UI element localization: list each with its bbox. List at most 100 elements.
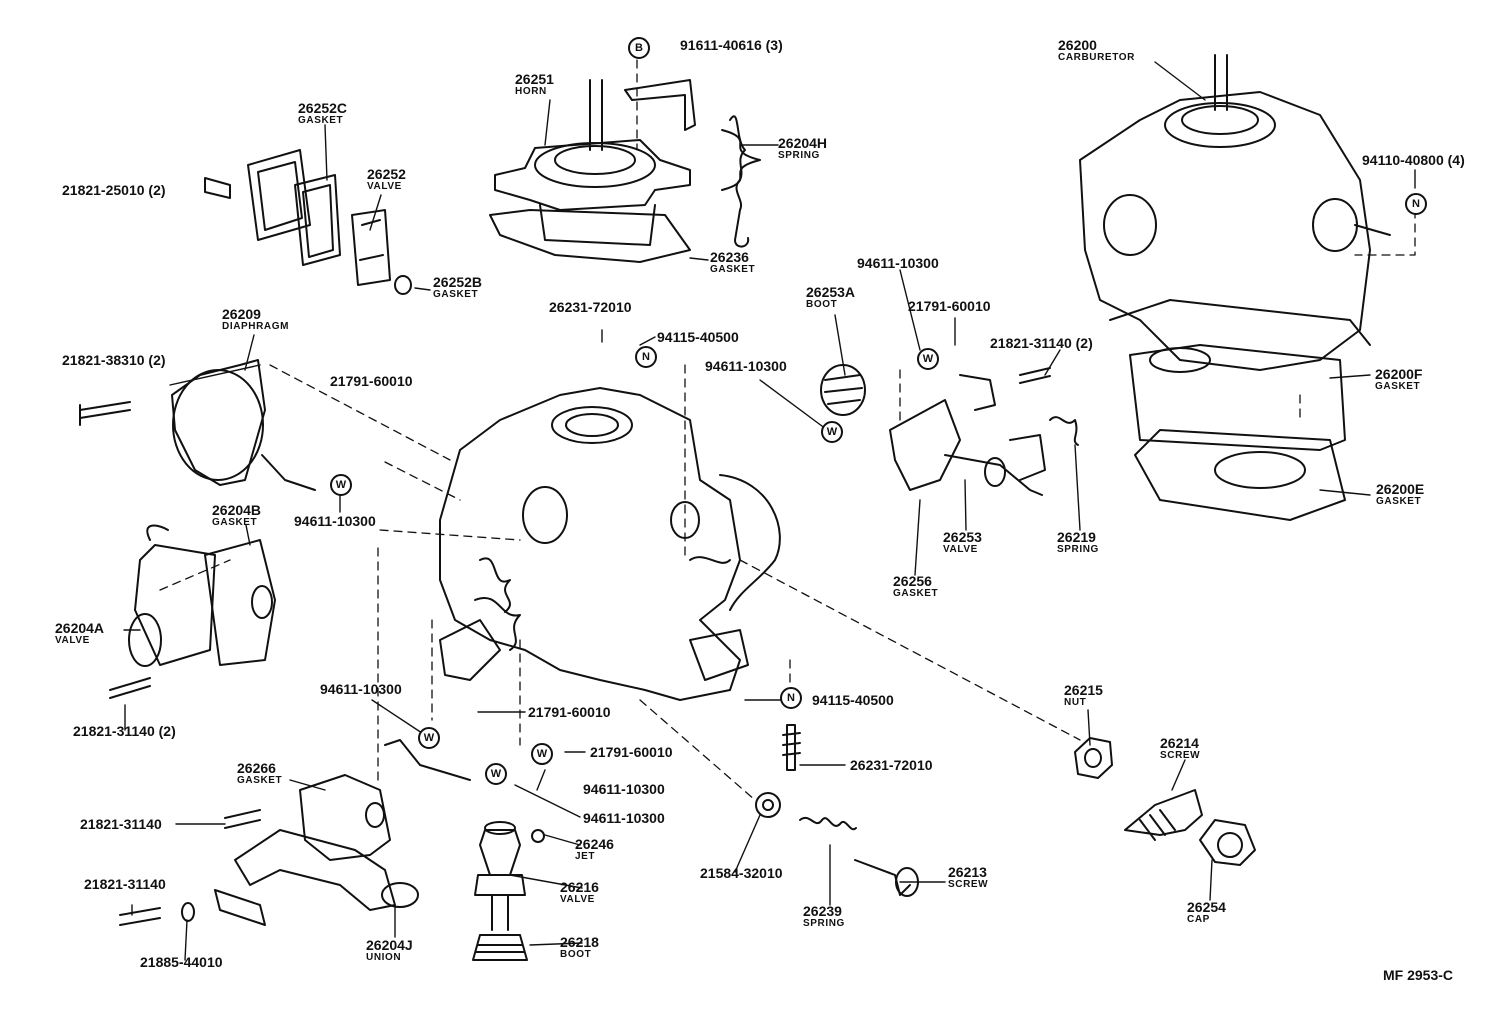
part-name: SCREW: [1160, 750, 1201, 761]
symbol-b-circle: B: [628, 37, 650, 59]
part-name: GASKET: [1376, 496, 1422, 507]
horn-assembly: [489, 79, 691, 263]
ref-26231-72010-b: 26231-72010: [850, 757, 933, 773]
symbol-w-circle: W: [531, 743, 553, 765]
part-name: GASKET: [237, 775, 283, 786]
part-number: 26252C: [298, 100, 348, 116]
carburetor-body: [439, 387, 781, 701]
part-name: GASKET: [298, 115, 344, 126]
callout-26215: 26215 NUT: [1064, 683, 1103, 708]
symbol-w-circle: W: [485, 763, 507, 785]
part-name: SPRING: [778, 150, 820, 161]
symbol-n-circle: N: [1405, 193, 1427, 215]
callout-26252b: 26252B GASKET: [433, 275, 482, 300]
part-name: BOOT: [560, 949, 592, 960]
callout-26239: 26239 SPRING: [803, 904, 845, 929]
ref-94611-10300-bc1: 94611-10300: [583, 781, 665, 797]
ref-21821-25010: 21821-25010 (2): [62, 182, 166, 198]
callout-26213: 26213 SCREW: [948, 865, 988, 890]
part-name: VALVE: [560, 894, 595, 905]
callout-26246: 26246 JET: [575, 837, 614, 862]
ref-94115-40500-top: 94115-40500: [657, 329, 739, 345]
part-number: 26200: [1058, 37, 1097, 53]
callout-26219: 26219 SPRING: [1057, 530, 1099, 555]
ref-21885-44010: 21885-44010: [140, 954, 223, 970]
part-name: HORN: [515, 86, 547, 97]
part-number: 26213: [948, 864, 987, 880]
ref-94115-40500-b: 94115-40500: [812, 692, 894, 708]
part-number: 26266: [237, 760, 276, 776]
symbol-w-circle: W: [418, 727, 440, 749]
part-number: 26216: [560, 879, 599, 895]
part-number: 26239: [803, 903, 842, 919]
diagram-code: MF 2953-C: [1383, 967, 1454, 983]
ref-21821-31140-l: 21821-31140 (2): [73, 723, 176, 739]
ref-94611-10300-l: 94611-10300: [294, 513, 376, 529]
ref-21791-60010-bl: 21791-60010: [528, 704, 611, 720]
part-name: CARBURETOR: [1058, 52, 1135, 63]
ref-94110-40800: 94110-40800 (4): [1362, 152, 1465, 168]
callout-26200f: 26200F GASKET: [1375, 367, 1422, 392]
callout-26214: 26214 SCREW: [1160, 736, 1200, 761]
part-name: GASKET: [1375, 381, 1421, 392]
part-name: SCREW: [948, 879, 989, 890]
part-number: 26251: [515, 71, 554, 87]
callout-26200: 26200 CARBURETOR: [1058, 38, 1135, 63]
callout-26209: 26209 DIAPHRAGM: [222, 307, 289, 332]
callout-26254: 26254 CAP: [1187, 900, 1226, 925]
part-number: 26204A: [55, 620, 105, 636]
part-number: 26256: [893, 573, 932, 589]
adjusting-screw-group: [1074, 737, 1256, 866]
ref-21791-60010-l: 21791-60010: [330, 373, 413, 389]
ref-21821-38310: 21821-38310 (2): [62, 352, 166, 368]
base-gaskets: [1129, 344, 1346, 521]
alignment-dashed-lines: [159, 59, 1416, 801]
part-name: VALVE: [55, 635, 90, 646]
diaphragm-assembly: [79, 359, 316, 491]
part-name: BOOT: [806, 299, 838, 310]
part-name: SPRING: [1057, 544, 1099, 555]
dashpot-valve-group: [820, 364, 1079, 496]
ref-21791-60010-bc: 21791-60010: [590, 744, 673, 760]
callout-26253a: 26253A BOOT: [806, 285, 855, 310]
part-number: 26218: [560, 934, 599, 950]
callout-26204a: 26204A VALVE: [55, 621, 104, 646]
part-number: 26200E: [1376, 481, 1425, 497]
callout-26252: 26252 VALVE: [367, 167, 406, 192]
callout-26266: 26266 GASKET: [237, 761, 282, 786]
part-number: 26253: [943, 529, 982, 545]
part-number: 26246: [575, 836, 614, 852]
part-number: 26252: [367, 166, 406, 182]
callout-26252c: 26252C GASKET: [298, 101, 347, 126]
callout-26236: 26236 GASKET: [710, 250, 755, 275]
part-number: 26254: [1187, 899, 1226, 915]
carburetor-assembly: [1079, 54, 1391, 371]
ref-94611-10300-bl: 94611-10300: [320, 681, 402, 697]
part-name: JET: [575, 851, 596, 862]
part-name: GASKET: [433, 289, 479, 300]
symbol-w-circle: W: [330, 474, 352, 496]
part-number: 26252B: [433, 274, 483, 290]
symbol-n-circle: N: [780, 687, 802, 709]
ref-94611-10300-mr: 94611-10300: [705, 358, 787, 374]
ref-21791-60010-tr: 21791-60010: [908, 298, 991, 314]
part-number: 26204H: [778, 135, 828, 151]
callout-26218: 26218 BOOT: [560, 935, 599, 960]
part-number: 26236: [710, 249, 749, 265]
callout-26256: 26256 GASKET: [893, 574, 938, 599]
part-number: 26214: [1160, 735, 1199, 751]
part-name: CAP: [1187, 914, 1210, 925]
ref-26231-72010-top: 26231-72010: [549, 299, 632, 315]
part-number: 26215: [1064, 682, 1103, 698]
leader-lines: [123, 61, 1416, 961]
part-name: GASKET: [710, 264, 756, 275]
union-group: [119, 739, 471, 926]
part-name: DIAPHRAGM: [222, 321, 290, 332]
callout-26204j: 26204J UNION: [366, 938, 413, 963]
part-number: 26204B: [212, 502, 262, 518]
idle-screw-group: [755, 724, 919, 897]
ref-91611-40616: 91611-40616 (3): [680, 37, 783, 53]
callout-26204h: 26204H SPRING: [778, 136, 827, 161]
